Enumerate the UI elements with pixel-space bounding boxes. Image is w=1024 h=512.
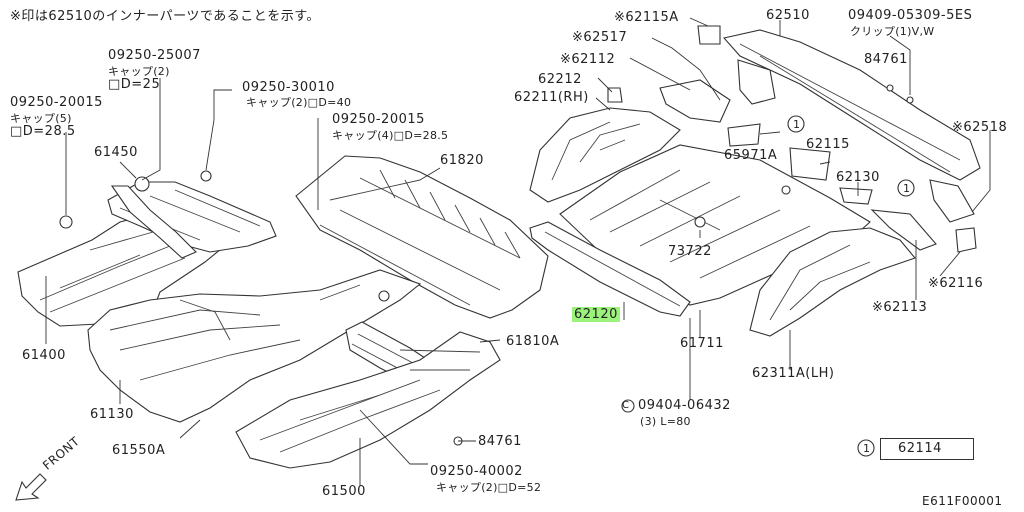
part-61820-drawing	[295, 155, 549, 319]
part-62112-label: ※62112	[560, 52, 616, 67]
part-61550A-label: 61550A	[112, 443, 166, 458]
marker-1-circles	[787, 115, 915, 457]
part-61711-label: 61711	[680, 336, 724, 351]
part-62115-label: 62115	[806, 137, 850, 152]
part-62212-label: 62212	[538, 72, 582, 87]
circle-c-icon	[621, 399, 635, 413]
legend-marker: 1	[863, 442, 871, 455]
part-62113-label: ※62113	[872, 300, 928, 315]
part-61450-label: 61450	[94, 145, 138, 160]
marker-1-a: 1	[793, 118, 801, 131]
part-61500-label: 61500	[322, 484, 366, 499]
part-65971A-label: 65971A	[724, 148, 778, 163]
part-73722-label: 73722	[668, 244, 712, 259]
part-62120-label: 62120	[572, 307, 620, 322]
part-61450-drawing	[107, 181, 277, 259]
part-61500-drawing	[235, 331, 501, 469]
part-62130-label: 62130	[836, 170, 880, 185]
front-arrow-icon	[15, 473, 47, 501]
part-62211-label: 62211(RH)	[514, 90, 589, 105]
part-84761a-label: 84761	[864, 52, 908, 67]
part-62510-drawing	[722, 29, 981, 181]
part-62115A-label: ※62115A	[614, 10, 679, 25]
part-61820-label: 61820	[440, 153, 484, 168]
circle-c-glyph: C	[622, 400, 630, 411]
part-62311A-drawing	[749, 227, 916, 337]
part-62517-label: ※62517	[572, 30, 628, 45]
marker-1-b: 1	[903, 182, 911, 195]
part-62116-label: ※62116	[928, 276, 984, 291]
part-62311A-label: 62311A(LH)	[752, 366, 835, 381]
part-62518-label: ※62518	[952, 120, 1008, 135]
part-61400-label: 61400	[22, 348, 66, 363]
part-84761b-label: 84761	[478, 434, 522, 449]
part-62510-label: 62510	[766, 8, 810, 23]
diagram-code: E611F00001	[922, 494, 1003, 508]
small-brackets	[59, 25, 977, 446]
header-note: ※印は62510のインナーパーツであることを示す。	[10, 9, 320, 24]
part-62120-drawing	[529, 221, 691, 317]
legend-box	[880, 438, 974, 460]
part-62211-drawing	[529, 107, 681, 203]
part-61810A-label: 61810A	[506, 334, 560, 349]
part-61130-label: 61130	[90, 407, 134, 422]
legend-part-label: 62114	[898, 441, 942, 456]
leader-lines	[45, 17, 991, 486]
